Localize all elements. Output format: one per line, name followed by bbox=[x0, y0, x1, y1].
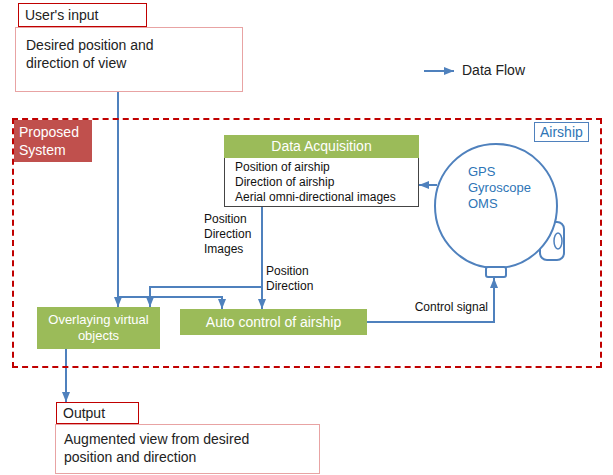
legend-text: Data Flow bbox=[462, 62, 525, 78]
edge-label: Position Direction bbox=[266, 264, 324, 294]
data-flow-arrow bbox=[419, 184, 437, 186]
system-region: Proposed System Data AcquisitionPosition … bbox=[12, 118, 602, 368]
data-item: Direction of airship bbox=[225, 175, 418, 190]
edge-label: Control signal bbox=[396, 300, 488, 315]
sensor-name: GPS bbox=[434, 164, 558, 180]
edge-label: Position Direction Images bbox=[204, 212, 258, 257]
process-text: Auto control of airship bbox=[206, 314, 341, 330]
process-heading: Data Acquisition bbox=[224, 135, 419, 158]
process-box: Auto control of airship bbox=[180, 309, 367, 335]
input-box: User's inputDesired position and directi… bbox=[15, 27, 243, 92]
region-label: Proposed System bbox=[14, 120, 92, 162]
data-flow-arrow bbox=[65, 349, 67, 402]
data-item: Position of airship bbox=[225, 160, 418, 175]
output-text: Augmented view from desired position and… bbox=[56, 425, 287, 471]
airship-part bbox=[435, 144, 557, 268]
data-item: Aerial omni-directional images bbox=[225, 190, 418, 205]
legend-arrow-sample bbox=[424, 70, 454, 72]
airship-part bbox=[486, 267, 506, 277]
airship-label: Airship bbox=[534, 122, 589, 142]
process-box: Overlaying virtual objects bbox=[37, 307, 160, 349]
airship-body: AirshipGPSGyroscopeOMS bbox=[434, 142, 558, 278]
airship-part bbox=[554, 233, 562, 249]
input-heading: User's input bbox=[18, 3, 147, 27]
data-flow-arrow bbox=[261, 207, 263, 309]
process-box: Data AcquisitionPosition of airshipDirec… bbox=[224, 135, 419, 207]
process-text: Overlaying virtual objects bbox=[46, 312, 151, 344]
input-text: Desired position and direction of view bbox=[16, 28, 196, 80]
output-box: OutputAugmented view from desired positi… bbox=[55, 424, 320, 474]
data-flow-arrow bbox=[118, 92, 222, 309]
data-flow-arrow bbox=[367, 278, 494, 322]
sensor-name: OMS bbox=[434, 196, 558, 212]
data-flow-arrow bbox=[150, 207, 262, 307]
sensor-name: Gyroscope bbox=[434, 180, 558, 196]
output-heading: Output bbox=[56, 402, 139, 424]
